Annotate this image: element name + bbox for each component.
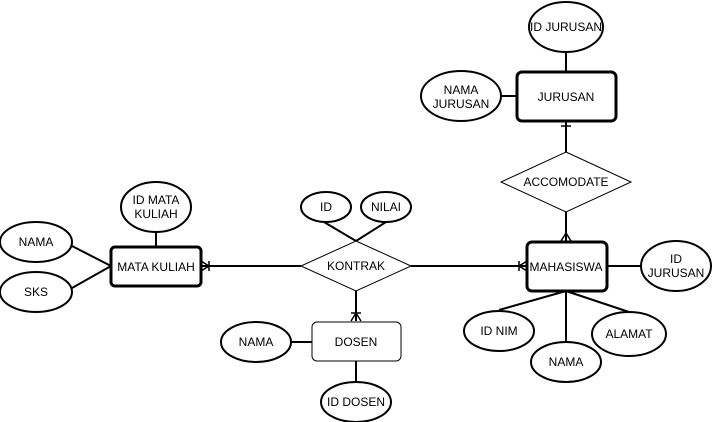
cardinality-marks bbox=[200, 125, 572, 322]
svg-text:ID MATA: ID MATA bbox=[133, 193, 180, 207]
cardinality-many-mark bbox=[350, 311, 362, 322]
svg-text:MATA KULIAH: MATA KULIAH bbox=[117, 260, 195, 274]
svg-text:MAHASISWA: MAHASISWA bbox=[530, 260, 603, 274]
attribute-dosen-id[interactable]: ID DOSEN bbox=[320, 381, 392, 422]
svg-text:DOSEN: DOSEN bbox=[335, 335, 378, 349]
line-mhs-nim bbox=[498, 290, 567, 311]
svg-text:KONTRAK: KONTRAK bbox=[327, 259, 385, 273]
line-kontrak-id bbox=[323, 221, 357, 242]
svg-text:ID DOSEN: ID DOSEN bbox=[327, 395, 385, 409]
svg-text:JURUSAN: JURUSAN bbox=[648, 266, 705, 280]
entity-mata-kuliah[interactable]: MATA KULIAH bbox=[109, 245, 203, 288]
attribute-mhs-jurusan[interactable]: ID JURUSAN bbox=[640, 240, 712, 292]
attribute-mhs-nim[interactable]: ID NIM bbox=[463, 310, 535, 352]
svg-text:ACCOMODATE: ACCOMODATE bbox=[523, 175, 608, 189]
relationship-kontrak[interactable]: KONTRAK bbox=[299, 240, 413, 292]
svg-text:NAMA: NAMA bbox=[444, 83, 479, 97]
line-mhs-alamat bbox=[565, 290, 630, 313]
svg-text:ID NIM: ID NIM bbox=[480, 324, 517, 338]
connector-lines bbox=[71, 52, 641, 382]
attribute-mk-id[interactable]: ID MATA KULIAH bbox=[120, 181, 192, 233]
attribute-kontrak-id[interactable]: ID bbox=[300, 191, 352, 223]
cardinality-many-mark bbox=[200, 260, 211, 272]
attribute-mhs-nama[interactable]: NAMA bbox=[530, 341, 602, 383]
svg-text:NILAI: NILAI bbox=[371, 200, 401, 214]
entity-dosen[interactable]: DOSEN bbox=[311, 321, 402, 362]
entity-jurusan[interactable]: JURUSAN bbox=[515, 70, 618, 123]
relationship-accomodate[interactable]: ACCOMODATE bbox=[499, 151, 633, 213]
attribute-jurusan-id[interactable]: ID JURUSAN bbox=[528, 1, 604, 53]
svg-text:SKS: SKS bbox=[24, 285, 48, 299]
entity-mahasiswa[interactable]: MAHASISWA bbox=[525, 240, 609, 293]
attribute-mhs-alamat[interactable]: ALAMAT bbox=[591, 311, 667, 357]
attribute-dosen-nama[interactable]: NAMA bbox=[220, 321, 292, 363]
attribute-mk-nama[interactable]: NAMA bbox=[0, 221, 73, 263]
line-kontrak-nilai bbox=[355, 221, 387, 242]
svg-text:ID: ID bbox=[320, 200, 332, 214]
svg-text:ALAMAT: ALAMAT bbox=[605, 327, 653, 341]
svg-text:NAMA: NAMA bbox=[239, 335, 274, 349]
line-mk-sks bbox=[71, 265, 112, 289]
svg-text:JURUSAN: JURUSAN bbox=[433, 97, 490, 111]
svg-text:JURUSAN: JURUSAN bbox=[538, 90, 595, 104]
attribute-mk-sks[interactable]: SKS bbox=[0, 271, 73, 313]
svg-text:NAMA: NAMA bbox=[19, 235, 54, 249]
svg-text:KULIAH: KULIAH bbox=[134, 207, 177, 221]
cardinality-many-mark bbox=[517, 260, 528, 272]
svg-text:ID JURUSAN: ID JURUSAN bbox=[530, 20, 602, 34]
cardinality-many-mark bbox=[560, 231, 572, 242]
line-mk-nama bbox=[71, 245, 112, 267]
svg-text:NAMA: NAMA bbox=[549, 355, 584, 369]
attribute-jurusan-nama[interactable]: NAMA JURUSAN bbox=[420, 70, 502, 122]
attribute-kontrak-nilai[interactable]: NILAI bbox=[360, 191, 412, 223]
svg-text:ID: ID bbox=[670, 252, 682, 266]
